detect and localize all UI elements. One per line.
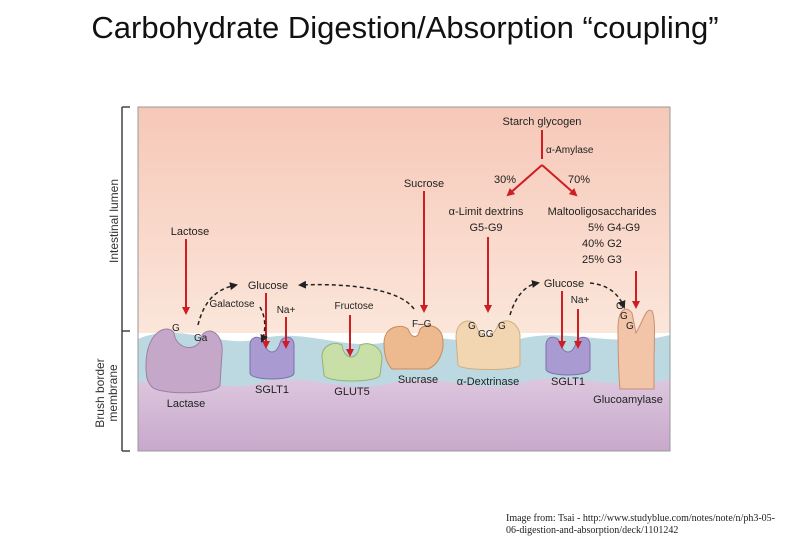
dextrinase-enzyme <box>455 320 521 370</box>
sucrose-label: Sucrose <box>404 178 444 190</box>
malto-line-2: 40% G2 <box>582 238 622 250</box>
lactase-enzyme <box>145 328 223 394</box>
caption-line-1: Image from: Tsai - http://www.studyblue.… <box>506 513 775 524</box>
glut5-label: GLUT5 <box>334 386 369 398</box>
glut5-transporter <box>321 343 383 382</box>
glucoamylase-g-letter-1: G <box>616 301 624 312</box>
lactose-g-letter: G <box>172 323 180 334</box>
sglt1-left-label: SGLT1 <box>255 384 289 396</box>
glucose-right-label: Glucose <box>544 278 584 290</box>
malto-line-1: 5% G4-G9 <box>588 222 640 234</box>
malto-line-3: 25% G3 <box>582 254 622 266</box>
membrane-label-line2: membrane <box>106 364 120 422</box>
na-left-label: Na+ <box>277 305 296 316</box>
dashed-sucrase-to-glucose <box>298 280 415 310</box>
slide-title: Carbohydrate Digestion/Absorption “coupl… <box>91 10 719 45</box>
dextrinase-g-letter-right: G <box>498 321 506 332</box>
dashed-galactose-to-sglt1 <box>259 306 268 343</box>
glucose-left-label: Glucose <box>248 280 288 292</box>
arrow-to-limit-dextrins <box>506 164 543 197</box>
glucoamylase-enzyme <box>617 308 655 390</box>
dashed-arrows <box>197 280 626 343</box>
limit-dextrins-label: α-Limit dextrins <box>449 206 524 218</box>
dextrinase-label: α-Dextrinase <box>457 376 520 388</box>
dashed-lactase-to-glucose <box>197 282 238 326</box>
lactose-ga-letter: Ga <box>194 333 208 344</box>
lactose-label: Lactose <box>171 226 210 238</box>
carbohydrate-digestion-diagram: Intestinal lumen Brush border membrane S… <box>93 106 671 452</box>
dextrinase-g-letter-left: G <box>468 321 476 332</box>
glucoamylase-g-letter-2: G <box>620 311 628 322</box>
glucoamylase-g-letter-3: G <box>626 321 634 332</box>
limit-dextrins-sub-label: G5-G9 <box>469 222 502 234</box>
glucoamylase-label: Glucoamylase <box>593 394 663 406</box>
lumen-region <box>138 107 670 333</box>
caption-line-2: 06-digestion-and-absorption/deck/1101242 <box>506 525 679 536</box>
sglt1-right-label: SGLT1 <box>551 376 585 388</box>
pct-70-label: 70% <box>568 174 590 186</box>
arrow-to-malto <box>541 164 578 197</box>
dextrinase-gg-letters: GG <box>478 329 494 340</box>
galactose-label: Galactose <box>209 299 254 310</box>
sucrase-fg-letters: F–G <box>412 319 432 330</box>
starch-label: Starch glycogen <box>503 116 582 128</box>
malto-label: Maltooligosaccharides <box>548 206 657 218</box>
sucrase-label: Sucrase <box>398 374 438 386</box>
lumen-label: Intestinal lumen <box>107 179 121 263</box>
lactase-label: Lactase <box>167 398 206 410</box>
region-axis <box>121 106 130 452</box>
sucrase-enzyme <box>383 325 444 370</box>
image-credit-caption: Image from: Tsai - http://www.studyblue.… <box>506 513 806 537</box>
dashed-glucose-to-glucoamylase <box>589 282 626 309</box>
na-right-label: Na+ <box>571 295 590 306</box>
fructose-label: Fructose <box>335 301 374 312</box>
membrane-label-line1: Brush border <box>93 358 107 427</box>
pct-30-label: 30% <box>494 174 516 186</box>
amylase-label: α-Amylase <box>546 145 594 156</box>
